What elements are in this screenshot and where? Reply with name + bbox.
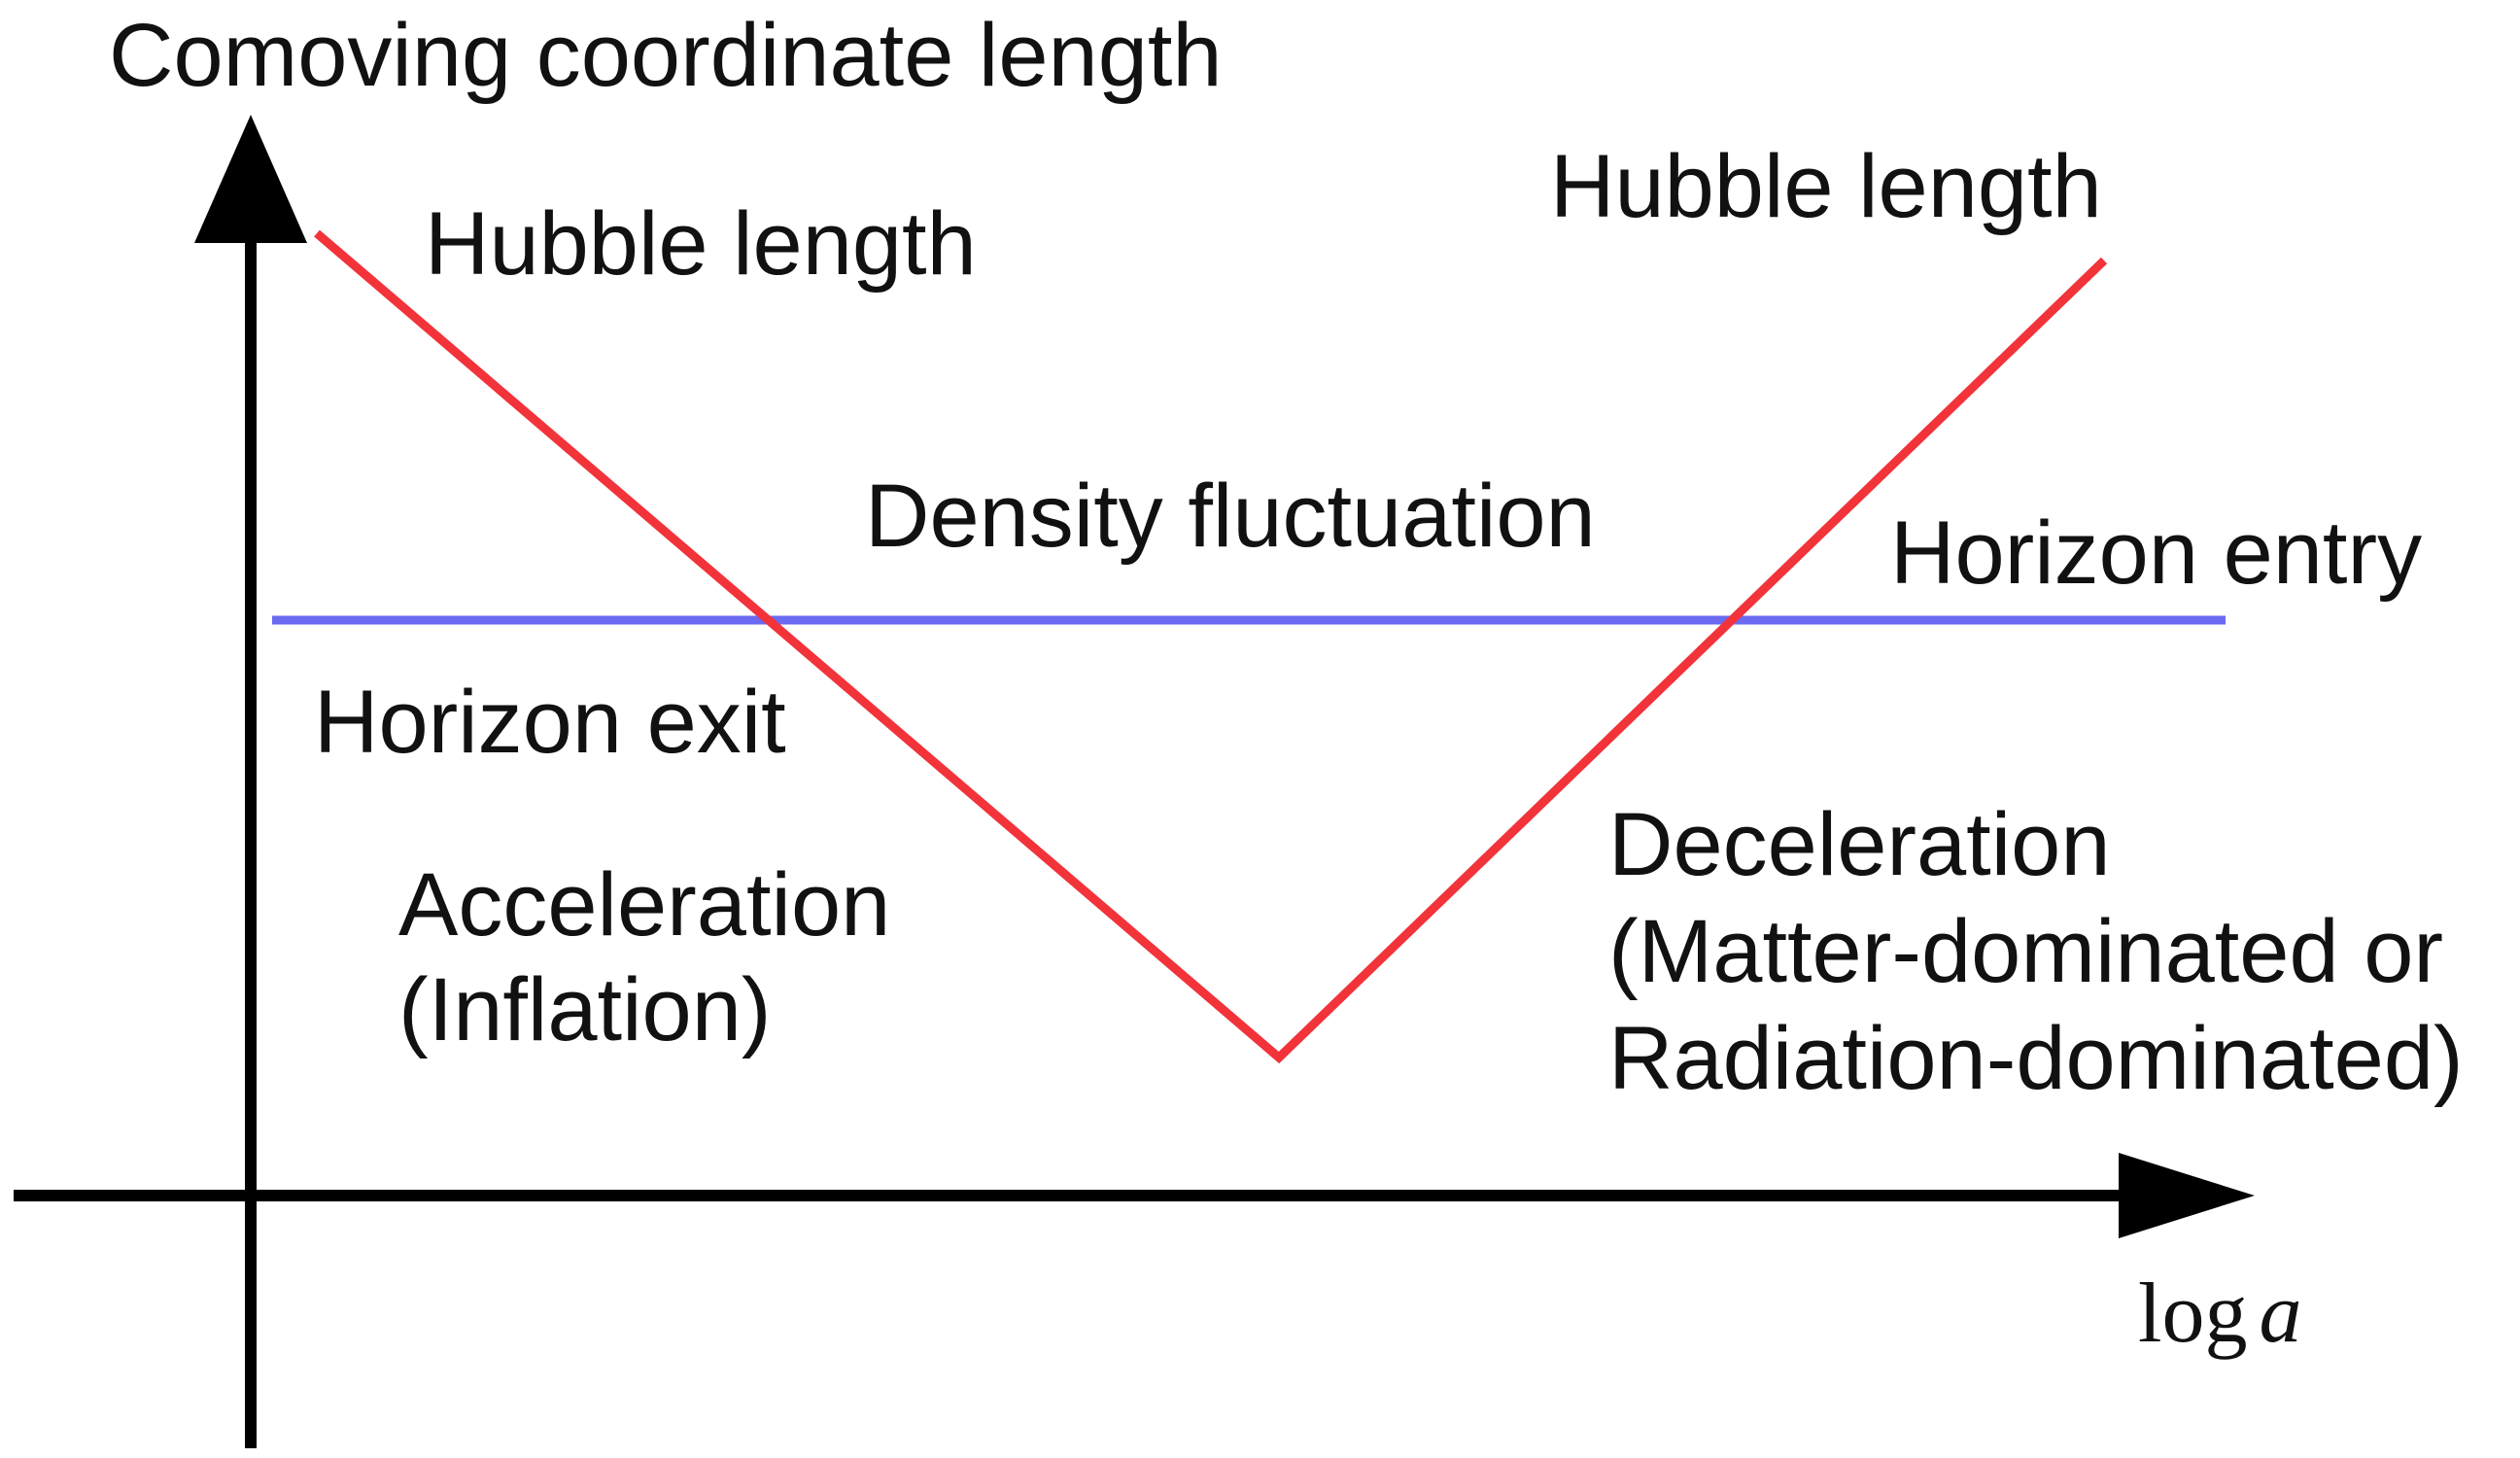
- inflation-label: (Inflation): [398, 960, 772, 1059]
- matter-dominated-label: (Matter-dominated or: [1608, 902, 2443, 1001]
- hubble-length-line: [314, 229, 2108, 1064]
- y-axis-arrowhead: [194, 115, 307, 243]
- acceleration-label: Acceleration: [398, 855, 890, 955]
- x-axis-arrowhead: [2119, 1153, 2255, 1238]
- x-axis-label-var: a: [2259, 1267, 2301, 1361]
- radiation-dominated-label: Radiation-dominated): [1608, 1009, 2464, 1108]
- y-axis-label: Comoving coordinate length: [109, 6, 1223, 105]
- x-axis-label-log: log: [2138, 1267, 2247, 1361]
- hubble-length-right-label: Hubble length: [1550, 137, 2102, 236]
- horizon-entry-label: Horizon entry: [1890, 503, 2422, 603]
- density-fluctuation-label: Density fluctuation: [865, 467, 1596, 566]
- hubble-length-left-label: Hubble length: [425, 194, 977, 294]
- deceleration-label: Deceleration: [1608, 795, 2111, 894]
- horizon-exit-label: Horizon exit: [314, 673, 786, 772]
